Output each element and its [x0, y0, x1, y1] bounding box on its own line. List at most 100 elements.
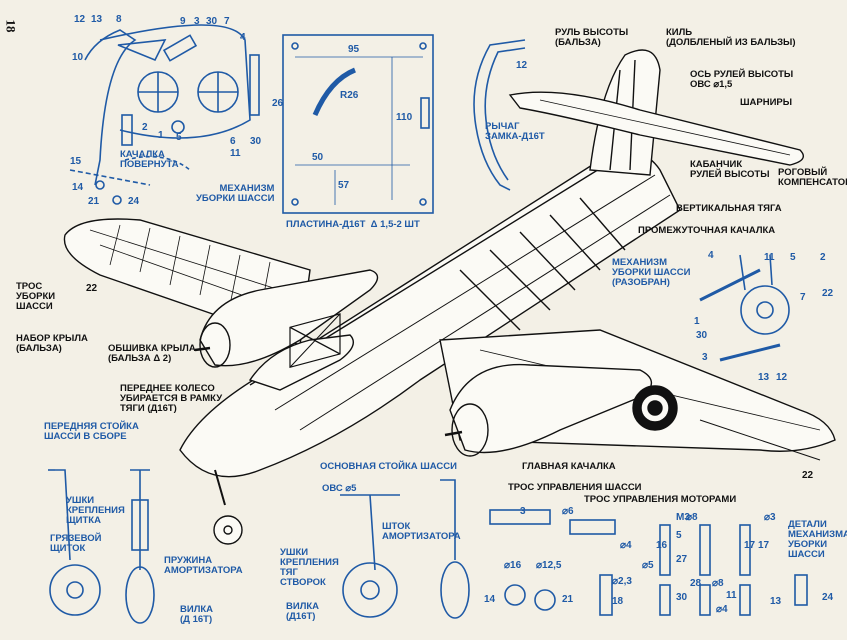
label-horn-balance: РОГОВЫЙ КОМПЕНСАТОР [778, 167, 847, 188]
detail-num-d125: ⌀12,5 [536, 560, 562, 571]
detail-num-18: 18 [612, 596, 624, 607]
detail-num-17b: 17 [744, 540, 756, 551]
label-main-strut: ОСНОВНАЯ СТОЙКА ШАССИ [320, 461, 457, 472]
gear-mechanism-drawing [69, 24, 260, 205]
num-13a: 13 [91, 14, 103, 25]
num-22a: 22 [86, 283, 98, 294]
label-wing-frame: НАБОР КРЫЛА (БАЛЬЗА) [16, 333, 88, 354]
num-24a: 24 [128, 196, 140, 207]
num-9: 9 [180, 16, 186, 27]
label-engine-cable: ТРОС УПРАВЛЕНИЯ МОТОРАМИ [584, 494, 737, 505]
num-11a: 11 [230, 148, 241, 159]
detail-num-13: 13 [770, 596, 782, 607]
detail-num-5: 5 [676, 530, 682, 541]
label-rudder-elevator: РУЛЬ ВЫСОТЫ (БАЛЬЗА) [555, 27, 629, 48]
label-fork-2: ВИЛКА (Д16Т) [286, 601, 320, 622]
num-21a: 21 [88, 196, 100, 207]
detail-num-16: 16 [656, 540, 668, 551]
num-5a: 5 [176, 132, 182, 143]
detail-num-d4: ⌀4 [620, 540, 632, 551]
label-ovs5: ОВС ⌀5 [322, 483, 357, 494]
label-mechanism-details: ДЕТАЛИ МЕХАНИЗМА УБОРКИ ШАССИ [788, 519, 847, 560]
label-elevator-axis: ОСЬ РУЛЕЙ ВЫСОТЫ ОВС ⌀1,5 [690, 69, 794, 90]
num-6: 6 [230, 136, 236, 147]
detail-num-d3: ⌀3 [764, 512, 776, 523]
detail-num-d16: ⌀16 [504, 560, 522, 571]
num-30b: 30 [250, 136, 262, 147]
exploded-num-12: 12 [776, 372, 788, 383]
label-wing-skin: ОБШИВКА КРЫЛА (БАЛЬЗА δ 2) [108, 343, 196, 364]
label-hinges: ШАРНИРЫ [740, 97, 793, 108]
num-3a: 3 [194, 16, 200, 27]
detail-num-11: 11 [726, 590, 737, 601]
num-10: 10 [72, 52, 84, 63]
label-fork-1: ВИЛКА (Д 16Т) [180, 604, 214, 625]
num-50: 50 [312, 152, 324, 163]
exploded-num-11: 11 [764, 252, 775, 263]
exploded-num-5: 5 [790, 252, 796, 263]
exploded-num-30: 30 [696, 330, 708, 341]
num-R26: R26 [340, 90, 359, 101]
plate-drawing [282, 34, 434, 214]
num-14a: 14 [72, 182, 84, 193]
detail-num-d8a: ⌀8 [686, 512, 698, 523]
detail-num-27: 27 [676, 554, 688, 565]
num-15: 15 [70, 156, 82, 167]
exploded-num-4: 4 [708, 250, 714, 261]
strut-details [48, 254, 808, 624]
exploded-num-13: 13 [758, 372, 770, 383]
num-7a: 7 [224, 16, 230, 27]
detail-num-d6: ⌀6 [562, 506, 574, 517]
detail-num-17: 17 [758, 540, 770, 551]
detail-num-d8b: ⌀8 [712, 578, 724, 589]
num-1a: 1 [158, 130, 164, 141]
num-22b: 22 [802, 470, 814, 481]
exploded-num-7: 7 [800, 292, 806, 303]
num-110: 110 [396, 112, 413, 123]
num-95: 95 [348, 44, 360, 55]
label-gear-cable: ТРОС УПРАВЛЕНИЯ ШАССИ [508, 482, 642, 493]
label-flap-lugs: УШКИ КРЕПЛЕНИЯ ЩИТКА [66, 495, 125, 526]
detail-num-d23: ⌀2,3 [612, 576, 632, 587]
label-nose-wheel: ПЕРЕДНЕЕ КОЛЕСО УБИРАЕТСЯ В РАМКУ ТЯГИ (… [120, 383, 223, 414]
label-gear-mechanism-exploded: МЕХАНИЗМ УБОРКИ ШАССИ (РАЗОБРАН) [612, 257, 691, 288]
label-plate: ПЛАСТИНА-Д16Т δ 1,5-2 шт [286, 219, 420, 230]
label-shock-spring: ПРУЖИНА АМОРТИЗАТОРА [164, 555, 243, 576]
detail-num-d4b: ⌀4 [716, 604, 728, 615]
label-door-lugs: УШКИ КРЕПЛЕНИЯ ТЯГ СТВОРОК [280, 547, 339, 588]
label-nose-strut: ПЕРЕДНЯЯ СТОЙКА ШАССИ В СБОРЕ [44, 421, 139, 442]
num-30a: 30 [206, 16, 218, 27]
lock-lever-drawing [473, 39, 526, 191]
num-4a: 4 [240, 32, 246, 43]
num-8: 8 [116, 14, 122, 25]
label-mud-guard: ГРЯЗЕВОЙ ЩИТОК [50, 533, 102, 554]
label-intermediate-rocker: ПРОМЕЖУТОЧНАЯ КАЧАЛКА [638, 225, 776, 236]
num-2: 2 [142, 122, 148, 133]
num-57: 57 [338, 180, 350, 191]
num-12b: 12 [516, 60, 528, 71]
exploded-num-3: 3 [702, 352, 708, 363]
detail-num-d5a: ⌀5 [642, 560, 654, 571]
detail-num-21: 21 [562, 594, 574, 605]
num-12a: 12 [74, 14, 86, 25]
exploded-num-1: 1 [694, 316, 700, 327]
label-fin: КИЛЬ (ДОЛБЛЕНЫЙ ИЗ БАЛЬЗЫ) [666, 27, 796, 48]
exploded-num-2: 2 [820, 252, 826, 263]
label-retract-cable: ТРОС УБОРКИ ШАССИ [16, 281, 56, 312]
label-shock-rod: ШТОК АМОРТИЗАТОРА [382, 521, 461, 542]
label-gear-mechanism: МЕХАНИЗМ УБОРКИ ШАССИ [196, 183, 275, 204]
label-rocker-turned: КАЧАЛКА ПОВЕРНУТА [120, 149, 179, 170]
detail-num-m3: M3 [676, 512, 690, 523]
label-elevator-horn: КАБАНЧИК РУЛЕЙ ВЫСОТЫ [690, 159, 770, 180]
label-lock-lever: РЫЧАГ ЗАМКА-Д16Т [485, 121, 545, 142]
detail-num-24: 24 [822, 592, 834, 603]
detail-num-30: 30 [676, 592, 688, 603]
detail-num-14: 14 [484, 594, 496, 605]
aircraft [63, 49, 836, 545]
label-vertical-rod: ВЕРТИКАЛЬНАЯ ТЯГА [676, 203, 782, 214]
detail-num-3: 3 [520, 506, 526, 517]
label-main-rocker: ГЛАВНАЯ КАЧАЛКА [522, 461, 616, 472]
num-26: 26 [272, 98, 284, 109]
